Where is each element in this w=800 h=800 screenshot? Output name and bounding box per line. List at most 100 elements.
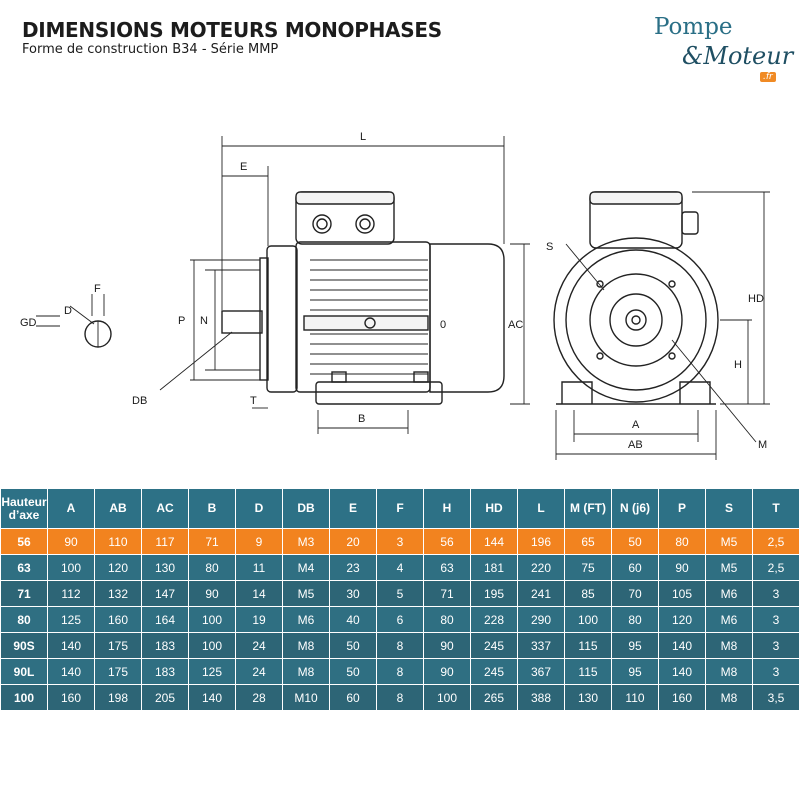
table-cell: 50 bbox=[612, 529, 658, 554]
table-cell: 3 bbox=[753, 581, 799, 606]
table-cell: 115 bbox=[565, 659, 611, 684]
table-cell: 6 bbox=[377, 607, 423, 632]
col-header-B: B bbox=[189, 489, 235, 528]
table-cell: 140 bbox=[48, 659, 94, 684]
table-cell: M6 bbox=[706, 607, 752, 632]
table-cell: 112 bbox=[48, 581, 94, 606]
table-cell: 117 bbox=[142, 529, 188, 554]
table-cell: 160 bbox=[95, 607, 141, 632]
table-cell: 265 bbox=[471, 685, 517, 710]
foot-side bbox=[315, 381, 443, 405]
table-cell: 40 bbox=[330, 607, 376, 632]
table-cell: 90S bbox=[1, 633, 47, 658]
table-cell: 120 bbox=[95, 555, 141, 580]
dim-label-N: N bbox=[200, 315, 208, 327]
table-cell: 71 bbox=[189, 529, 235, 554]
table-cell: 175 bbox=[95, 659, 141, 684]
table-cell: 3 bbox=[753, 659, 799, 684]
table-cell: 196 bbox=[518, 529, 564, 554]
table-cell: 80 bbox=[612, 607, 658, 632]
fan-cover-side bbox=[429, 243, 505, 393]
table-cell: 367 bbox=[518, 659, 564, 684]
table-cell: 80 bbox=[1, 607, 47, 632]
dim-label-HD: HD bbox=[748, 293, 764, 305]
table-cell: 80 bbox=[424, 607, 470, 632]
table-cell: 110 bbox=[95, 529, 141, 554]
table-cell: M8 bbox=[706, 633, 752, 658]
table-row: 90L 140 175 183 125 24 M8 50 8 90 245 36… bbox=[1, 659, 799, 684]
table-cell: 56 bbox=[1, 529, 47, 554]
table-cell: 110 bbox=[612, 685, 658, 710]
table-cell: 100 bbox=[48, 555, 94, 580]
table-cell: 125 bbox=[189, 659, 235, 684]
table-cell: 50 bbox=[330, 633, 376, 658]
dim-label-AB: AB bbox=[628, 439, 643, 451]
table-cell: M6 bbox=[283, 607, 329, 632]
table-cell: 100 bbox=[424, 685, 470, 710]
dim-label-AC: AC bbox=[508, 319, 523, 331]
table-cell: 19 bbox=[236, 607, 282, 632]
table-cell: M4 bbox=[283, 555, 329, 580]
table-cell: 183 bbox=[142, 659, 188, 684]
table-cell: 4 bbox=[377, 555, 423, 580]
col-header-DB: DB bbox=[283, 489, 329, 528]
table-cell: 3 bbox=[753, 607, 799, 632]
table-row: 56 90 110 117 71 9 M3 20 3 56 144 196 65… bbox=[1, 529, 799, 554]
table-cell: 60 bbox=[612, 555, 658, 580]
table-cell: 23 bbox=[330, 555, 376, 580]
table-cell: 132 bbox=[95, 581, 141, 606]
table-header-row: Hauteur d’axe A AB AC B D DB E F H HD L … bbox=[1, 489, 799, 528]
table-cell: 164 bbox=[142, 607, 188, 632]
table-cell: 90 bbox=[424, 659, 470, 684]
table-cell: 100 bbox=[565, 607, 611, 632]
table-cell: 160 bbox=[48, 685, 94, 710]
table-cell: 56 bbox=[424, 529, 470, 554]
table-cell: 160 bbox=[659, 685, 705, 710]
col-header-HD: HD bbox=[471, 489, 517, 528]
col-header-H: H bbox=[424, 489, 470, 528]
dim-label-L: L bbox=[360, 131, 366, 143]
table-cell: 183 bbox=[142, 633, 188, 658]
table-cell: M8 bbox=[706, 685, 752, 710]
table-cell: 11 bbox=[236, 555, 282, 580]
dimensions-table: Hauteur d’axe A AB AC B D DB E F H HD L … bbox=[0, 488, 800, 711]
table-cell: M5 bbox=[706, 555, 752, 580]
table-cell: 95 bbox=[612, 633, 658, 658]
table-cell: 140 bbox=[48, 633, 94, 658]
table-cell: 130 bbox=[565, 685, 611, 710]
table-cell: 95 bbox=[612, 659, 658, 684]
table-cell: M8 bbox=[283, 633, 329, 658]
table-cell: 63 bbox=[424, 555, 470, 580]
table-cell: 71 bbox=[424, 581, 470, 606]
table-cell: 181 bbox=[471, 555, 517, 580]
table-cell: 65 bbox=[565, 529, 611, 554]
logo-word-moteur: &Moteur bbox=[682, 42, 794, 70]
table-cell: M8 bbox=[283, 659, 329, 684]
table-cell: 100 bbox=[189, 607, 235, 632]
table-cell: 8 bbox=[377, 633, 423, 658]
table-cell: 228 bbox=[471, 607, 517, 632]
table-cell: 2,5 bbox=[753, 555, 799, 580]
table-cell: 24 bbox=[236, 633, 282, 658]
table-cell: 3 bbox=[753, 633, 799, 658]
dim-label-F: F bbox=[94, 283, 101, 295]
table-cell: 130 bbox=[142, 555, 188, 580]
page-title: DIMENSIONS MOTEURS MONOPHASES bbox=[22, 18, 442, 42]
table-row: 80 125 160 164 100 19 M6 40 6 80 228 290… bbox=[1, 607, 799, 632]
table-cell: 8 bbox=[377, 659, 423, 684]
col-header-N: N (j6) bbox=[612, 489, 658, 528]
brand-logo[interactable]: Pompe &Moteur .fr bbox=[648, 14, 793, 89]
table-cell: 14 bbox=[236, 581, 282, 606]
table-cell: 70 bbox=[612, 581, 658, 606]
flange-side bbox=[266, 245, 298, 393]
table-cell: 198 bbox=[95, 685, 141, 710]
table-cell: M10 bbox=[283, 685, 329, 710]
dim-label-T: T bbox=[250, 395, 257, 407]
col-header-M: M (FT) bbox=[565, 489, 611, 528]
dim-label-B: B bbox=[358, 413, 365, 425]
table-cell: 140 bbox=[659, 633, 705, 658]
table-cell: 175 bbox=[95, 633, 141, 658]
table-cell: 337 bbox=[518, 633, 564, 658]
table-cell: 8 bbox=[377, 685, 423, 710]
col-header-T: T bbox=[753, 489, 799, 528]
